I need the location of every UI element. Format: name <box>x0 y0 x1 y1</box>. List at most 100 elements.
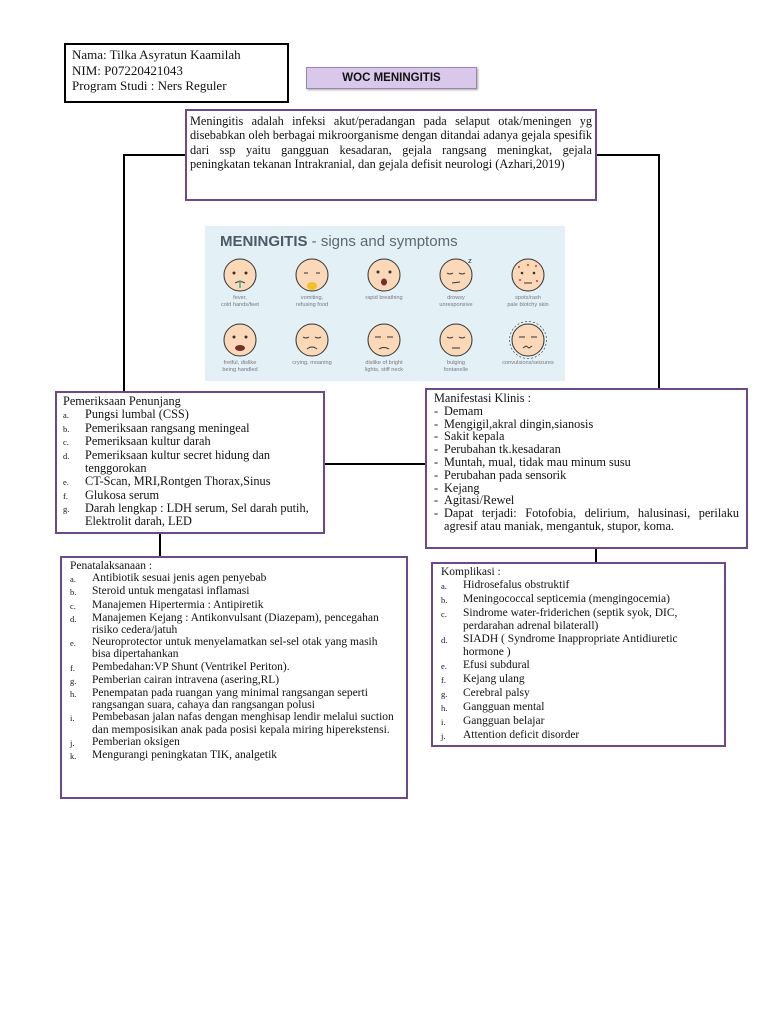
list-item: a.Pungsi lumbal (CSS) <box>63 407 317 422</box>
manifestasi-heading: Manifestasi Klinis : <box>434 391 532 405</box>
list-text: Demam <box>444 403 483 418</box>
list-marker: d. <box>441 635 448 645</box>
rapid-breathing-face-icon <box>367 258 401 292</box>
list-marker: b. <box>63 423 70 434</box>
list-text: Agitasi/Rewel <box>444 493 515 508</box>
connector-right-vertical <box>658 154 660 389</box>
list-text: SIADH ( Syndrome Inappropriate Antidiure… <box>463 633 678 658</box>
list-item: -Kejang <box>434 481 739 495</box>
list-marker: g. <box>70 675 77 686</box>
list-marker: f. <box>70 662 75 673</box>
fretful-face-icon <box>223 323 257 357</box>
vomiting-face-icon <box>295 258 329 292</box>
list-text: Steroid untuk mengatasi inflamasi <box>92 585 250 598</box>
symptom-caption: fretful, dislike being handled <box>222 360 258 373</box>
list-marker: e. <box>441 661 447 671</box>
symptoms-infographic: MENINGITIS - signs and symptoms fever, c… <box>205 226 565 381</box>
connector-right-down <box>595 549 597 563</box>
list-item: -Mengigil,akral dingin,sianosis <box>434 417 739 431</box>
list-text: Perubahan tk.kesadaran <box>444 442 561 457</box>
student-info-box: Nama: Tilka Asyratun Kaamilah NIM: P0722… <box>64 43 289 103</box>
symptom-vomiting: vomiting, refusing food <box>277 256 347 308</box>
list-text: Antibiotik sesuai jenis agen penyebab <box>92 572 267 585</box>
list-item: i. Pembebasan jalan nafas dengan menghisa… <box>70 711 398 735</box>
list-item: d. SIADH ( Syndrome Inappropriate Antidiu… <box>441 633 716 659</box>
list-marker: h. <box>441 703 448 713</box>
list-text: Pembedahan:VP Shunt (Ventrikel Periton). <box>92 660 290 673</box>
list-text: Manajemen Hipertermia : Antipiretik <box>92 598 264 611</box>
list-item: j. Pemberian oksigen <box>70 736 398 749</box>
symptom-caption: fever, cold hands/feet <box>221 295 259 308</box>
list-text: Darah lengkap : LDH serum, Sel darah put… <box>85 501 309 529</box>
list-marker: g. <box>63 504 70 515</box>
list-item: g. Darah lengkap : LDH serum, Sel darah p… <box>63 502 317 528</box>
list-marker: f. <box>441 675 446 685</box>
list-text: Pemeriksaan rangsang meningeal <box>85 420 250 435</box>
list-item: f. Pembedahan:VP Shunt (Ventrikel Periton… <box>70 661 398 674</box>
symptom-stiff-neck: dislike of bright lights, stiff neck <box>349 321 419 373</box>
infographic-title-main: MENINGITIS <box>220 233 308 250</box>
manifestasi-klinis-box: Manifestasi Klinis : -Demam -Mengigil,ak… <box>425 388 748 549</box>
list-text: Pemberian oksigen <box>92 735 180 748</box>
list-item: e.Neuroprotector untuk menyelamatkan sel… <box>70 636 398 660</box>
manifestasi-list: -Demam -Mengigil,akral dingin,sianosis -… <box>434 403 739 533</box>
list-marker: b. <box>441 595 448 605</box>
pemeriksaan-penunjang-box: Pemeriksaan Penunjang a.Pungsi lumbal (C… <box>55 391 325 534</box>
list-text: Glukosa serum <box>85 487 160 502</box>
list-text: Pemeriksaan kultur darah <box>85 434 211 449</box>
bulging-fontanelle-face-icon <box>439 323 473 357</box>
list-item: b.Meningococcal septicemia (mengingocemi… <box>441 593 716 607</box>
symptom-seizures: convulsions/seizures <box>493 321 563 367</box>
list-item: d.Pemeriksaan kultur secret hidung dan t… <box>63 449 317 475</box>
diagram-title: WOC MENINGITIS <box>306 67 477 89</box>
rash-face-icon <box>511 258 545 292</box>
symptom-bulging-fontanelle: bulging fontanelle <box>421 321 491 373</box>
symptom-caption: bulging fontanelle <box>443 360 469 373</box>
list-marker: j. <box>441 731 446 741</box>
symptom-caption: spots/rash pale blotchy skin <box>507 295 549 308</box>
symptom-fretful: fretful, dislike being handled <box>205 321 275 373</box>
list-text: Pembebasan jalan nafas dengan menghisap … <box>92 711 394 736</box>
fever-face-icon <box>223 258 257 292</box>
list-marker: i. <box>70 713 75 724</box>
list-text: Cerebral palsy <box>463 687 530 699</box>
definition-text: Meningitis adalah infeksi akut/peradanga… <box>190 114 592 171</box>
student-nim: NIM: P07220421043 <box>72 62 183 78</box>
symptom-caption: vomiting, refusing food <box>295 295 329 308</box>
list-marker: c. <box>441 609 447 619</box>
list-item: c.Sindrome water-friderichen (septik syo… <box>441 607 716 633</box>
list-item: a.Antibiotik sesuai jenis agen penyebab <box>70 572 398 585</box>
student-program: Program Studi : Ners Reguler <box>72 78 227 93</box>
list-item: h.Penempatan pada ruangan yang minimal r… <box>70 687 398 711</box>
drowsy-face-icon: z <box>439 257 473 292</box>
list-item: -Perubahan tk.kesadaran <box>434 443 739 456</box>
list-item: g.Pemberian cairan intravena (asering,RL… <box>70 674 398 687</box>
list-marker: k. <box>70 751 77 762</box>
list-item: f.Glukosa serum <box>63 487 317 503</box>
list-marker: c. <box>70 600 76 611</box>
list-item: -Agitasi/Rewel <box>434 494 739 507</box>
list-marker: j. <box>70 737 75 748</box>
infographic-title-rest: - signs and symptoms <box>307 233 458 250</box>
symptom-caption: convulsions/seizures <box>502 360 554 366</box>
list-text: Kejang ulang <box>463 673 525 685</box>
list-text: Pemeriksaan kultur secret hidung dan ten… <box>85 448 271 475</box>
list-item: -Perubahan pada sensorik <box>434 467 739 482</box>
list-marker: b. <box>70 587 77 598</box>
list-text: Gangguan mental <box>463 701 545 713</box>
list-item: -Muntah, mual, tidak mau minum susu <box>434 456 739 469</box>
penunjang-list: a.Pungsi lumbal (CSS) b. Pemeriksaan rang… <box>63 407 317 528</box>
list-item: -Dapat terjadi: Fotofobia, delirium, hal… <box>434 506 739 533</box>
list-text: Attention deficit disorder <box>463 729 580 741</box>
list-text: Sakit kepala <box>444 429 505 444</box>
symptom-crying: crying, moaning <box>277 321 347 367</box>
seizures-face-icon <box>509 321 547 359</box>
list-text: Perubahan pada sensorik <box>444 467 567 482</box>
symptom-rapid-breathing: rapid breathing <box>349 256 419 302</box>
list-marker: e. <box>63 476 69 487</box>
komplikasi-list: a.Hidrosefalus obstruktif b.Meningococca… <box>441 579 716 743</box>
list-text: Neuroprotector untuk menyelamatkan sel-s… <box>92 636 378 661</box>
list-item: d.Manajemen Kejang : Antikonvulsant (Dia… <box>70 612 398 636</box>
list-item: g.Cerebral palsy <box>441 687 716 701</box>
penunjang-heading: Pemeriksaan Penunjang <box>63 394 181 408</box>
